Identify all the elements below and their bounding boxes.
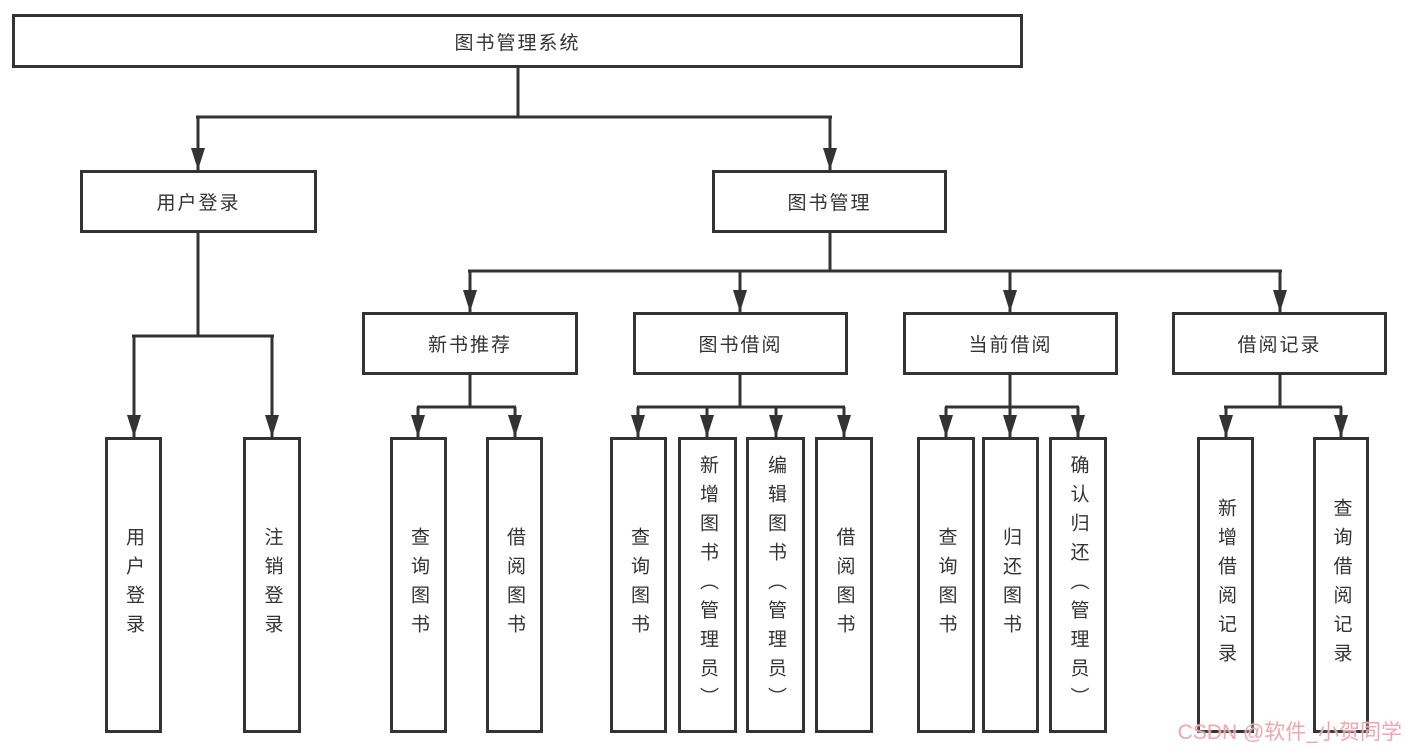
leaf-borrowing-edit-books-admin: 编辑图书（管理员） <box>746 437 805 733</box>
connector-new-book-recommend <box>411 375 522 437</box>
leaf-recommend-query-books: 查询图书 <box>390 437 447 733</box>
node-label: 新增图书（管理员） <box>697 454 718 716</box>
node-label: 查询图书 <box>628 527 649 643</box>
node-label: 用户登录 <box>156 193 241 214</box>
connector-borrow-records <box>1219 375 1348 437</box>
node-label: 图书借阅 <box>698 335 783 356</box>
node-label: 查询图书 <box>935 527 957 643</box>
node-book-management: 图书管理 <box>712 170 947 233</box>
node-label: 当前借阅 <box>968 335 1053 356</box>
connector-root <box>191 68 837 170</box>
leaf-current-confirm-return-admin: 确认归还（管理员） <box>1049 437 1107 733</box>
node-label: 归还图书 <box>1000 527 1021 643</box>
connector-book-management <box>463 233 1287 312</box>
node-label: 图书管理 <box>787 193 872 214</box>
connector-book-borrowing <box>631 375 851 437</box>
node-user-login: 用户登录 <box>80 170 317 233</box>
leaf-borrowing-query-books: 查询图书 <box>610 437 667 733</box>
leaf-records-query-record: 查询借阅记录 <box>1313 437 1369 733</box>
node-current-borrowing: 当前借阅 <box>903 312 1118 375</box>
node-new-book-recommend: 新书推荐 <box>362 312 578 375</box>
leaf-borrowing-add-books-admin: 新增图书（管理员） <box>678 437 737 733</box>
leaf-borrowing-borrow-books: 借阅图书 <box>815 437 873 733</box>
node-label: 新增借阅记录 <box>1215 498 1236 672</box>
node-label: 注销登录 <box>261 527 283 643</box>
node-label: 借阅记录 <box>1237 335 1322 356</box>
csdn-watermark: CSDN @软件_小贺同学 <box>1177 721 1402 744</box>
leaf-logout: 注销登录 <box>243 437 301 733</box>
connector-current-borrowing <box>939 375 1085 437</box>
node-label: 查询借阅记录 <box>1330 498 1352 672</box>
node-label: 编辑图书（管理员） <box>765 454 786 716</box>
node-label: 借阅图书 <box>833 527 855 643</box>
node-root: 图书管理系统 <box>12 14 1023 68</box>
leaf-current-query-books: 查询图书 <box>917 437 975 733</box>
node-label: 查询图书 <box>408 527 429 643</box>
node-book-borrowing: 图书借阅 <box>633 312 848 375</box>
node-borrow-records: 借阅记录 <box>1172 312 1387 375</box>
node-label: 确认归还（管理员） <box>1067 454 1089 716</box>
node-label: 图书管理系统 <box>454 32 581 54</box>
node-label: 用户登录 <box>123 527 144 643</box>
node-label: 新书推荐 <box>427 335 512 356</box>
leaf-records-add-record: 新增借阅记录 <box>1197 437 1254 733</box>
node-label: 借阅图书 <box>504 527 525 643</box>
connector-user-login <box>127 233 279 437</box>
leaf-current-return-books: 归还图书 <box>982 437 1039 733</box>
leaf-user-login: 用户登录 <box>105 437 162 733</box>
leaf-recommend-borrow-books: 借阅图书 <box>486 437 543 733</box>
